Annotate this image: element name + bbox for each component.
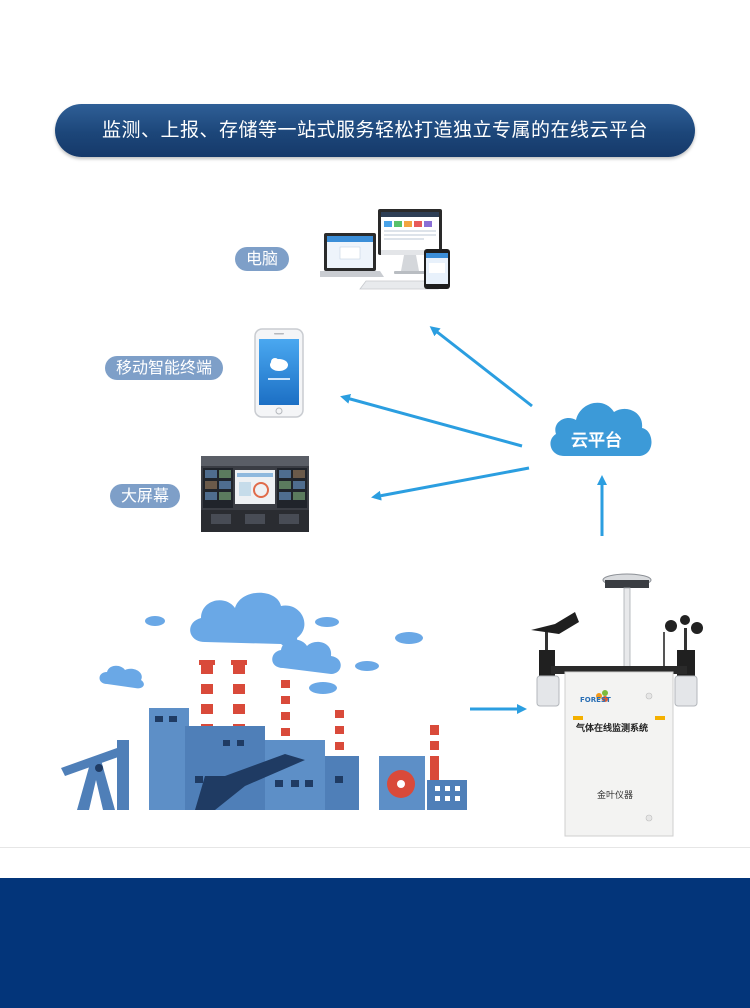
- smartphone-icon: [254, 328, 304, 418]
- cloud-platform-icon: [550, 402, 652, 456]
- monitoring-station-icon: [531, 573, 703, 837]
- terminal-label-computer: 电脑: [235, 247, 290, 271]
- terminal-label-mobile: 移动智能终端: [105, 356, 224, 380]
- headline-banner: 监测、上报、存储等一站式服务轻松打造独立专属的在线云平台: [55, 104, 695, 157]
- cloud-platform-label: 云平台: [571, 431, 622, 451]
- factory-scene-icon: [61, 592, 467, 810]
- station-brand: 金叶仪器: [597, 791, 634, 801]
- footer-band: [0, 878, 750, 1008]
- section-divider: [0, 847, 750, 848]
- station-title: 气体在线监测系统: [576, 724, 649, 734]
- arrow-to-mobile: [340, 394, 523, 448]
- arrow-to-big-screen: [371, 466, 530, 501]
- computer-devices-icon: [320, 209, 450, 290]
- terminal-label-big-screen: 大屏幕: [110, 484, 181, 508]
- station-logo-text: FOREST: [580, 696, 611, 704]
- large-screen-icon: [201, 456, 309, 532]
- arrow-to-computer: [429, 326, 533, 408]
